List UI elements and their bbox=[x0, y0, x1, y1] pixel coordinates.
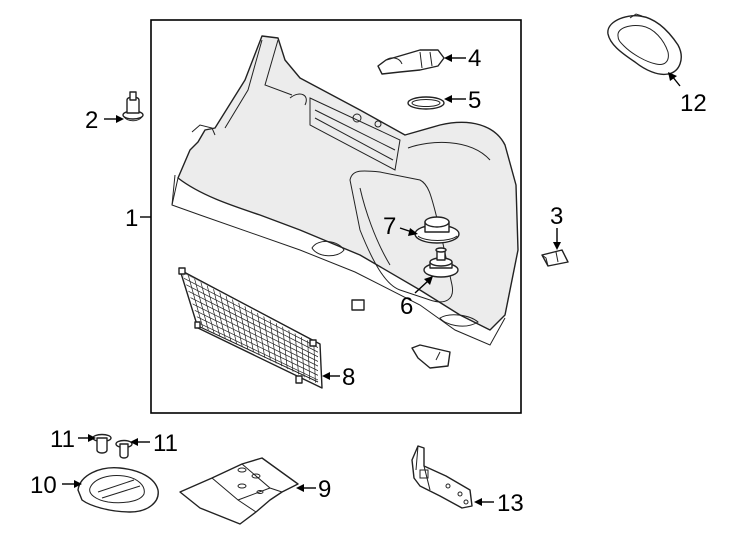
callout-11-left: 11 bbox=[50, 426, 75, 453]
net-strand bbox=[238, 301, 249, 352]
load-floor-panel bbox=[179, 457, 299, 525]
net-strand bbox=[225, 294, 238, 347]
net-strand bbox=[313, 340, 316, 384]
retainer-clip bbox=[541, 249, 569, 267]
net-strand bbox=[288, 327, 294, 373]
tie-down-cover bbox=[77, 467, 159, 513]
callout-4: 4 bbox=[468, 45, 481, 72]
net-strand bbox=[219, 291, 232, 344]
net-strand bbox=[194, 278, 210, 334]
callout-7: 7 bbox=[383, 213, 396, 240]
net-strand bbox=[231, 298, 244, 350]
net-strand bbox=[250, 307, 260, 358]
net-strand bbox=[294, 330, 299, 376]
net-strand bbox=[282, 324, 288, 371]
quarter-trim-panel bbox=[171, 35, 519, 369]
ring-seal bbox=[407, 96, 445, 110]
callout-6: 6 bbox=[400, 293, 413, 320]
handle-bezel bbox=[607, 13, 682, 76]
net-strand bbox=[206, 285, 221, 339]
callout-11-right: 11 bbox=[153, 430, 178, 457]
upper-grommet bbox=[414, 216, 460, 244]
callout-2: 2 bbox=[85, 107, 98, 134]
trim-clip bbox=[377, 49, 445, 75]
callout-12: 12 bbox=[680, 90, 707, 117]
callout-5: 5 bbox=[468, 87, 481, 114]
net-strand bbox=[300, 334, 305, 379]
leader-lines bbox=[62, 54, 681, 506]
callout-1: 1 bbox=[125, 205, 138, 232]
callout-8: 8 bbox=[342, 364, 355, 391]
callout-9: 9 bbox=[318, 476, 331, 503]
net-strand bbox=[256, 311, 266, 360]
callout-3: 3 bbox=[550, 203, 563, 230]
net-strand bbox=[269, 317, 277, 365]
net-strand bbox=[200, 281, 216, 336]
net-strand bbox=[275, 321, 283, 368]
net-strand bbox=[263, 314, 272, 363]
mounting-bracket bbox=[411, 445, 473, 509]
pin-fastener-left bbox=[92, 433, 112, 454]
net-strand bbox=[213, 288, 227, 342]
callout-13: 13 bbox=[497, 490, 524, 517]
callout-10: 10 bbox=[30, 472, 57, 499]
net-strand bbox=[187, 275, 204, 331]
net-strand bbox=[307, 337, 311, 381]
push-pin bbox=[122, 91, 144, 122]
lower-grommet bbox=[423, 247, 459, 278]
pin-fastener-right bbox=[115, 439, 133, 459]
net-strand bbox=[244, 304, 255, 355]
cargo-net bbox=[178, 267, 323, 389]
